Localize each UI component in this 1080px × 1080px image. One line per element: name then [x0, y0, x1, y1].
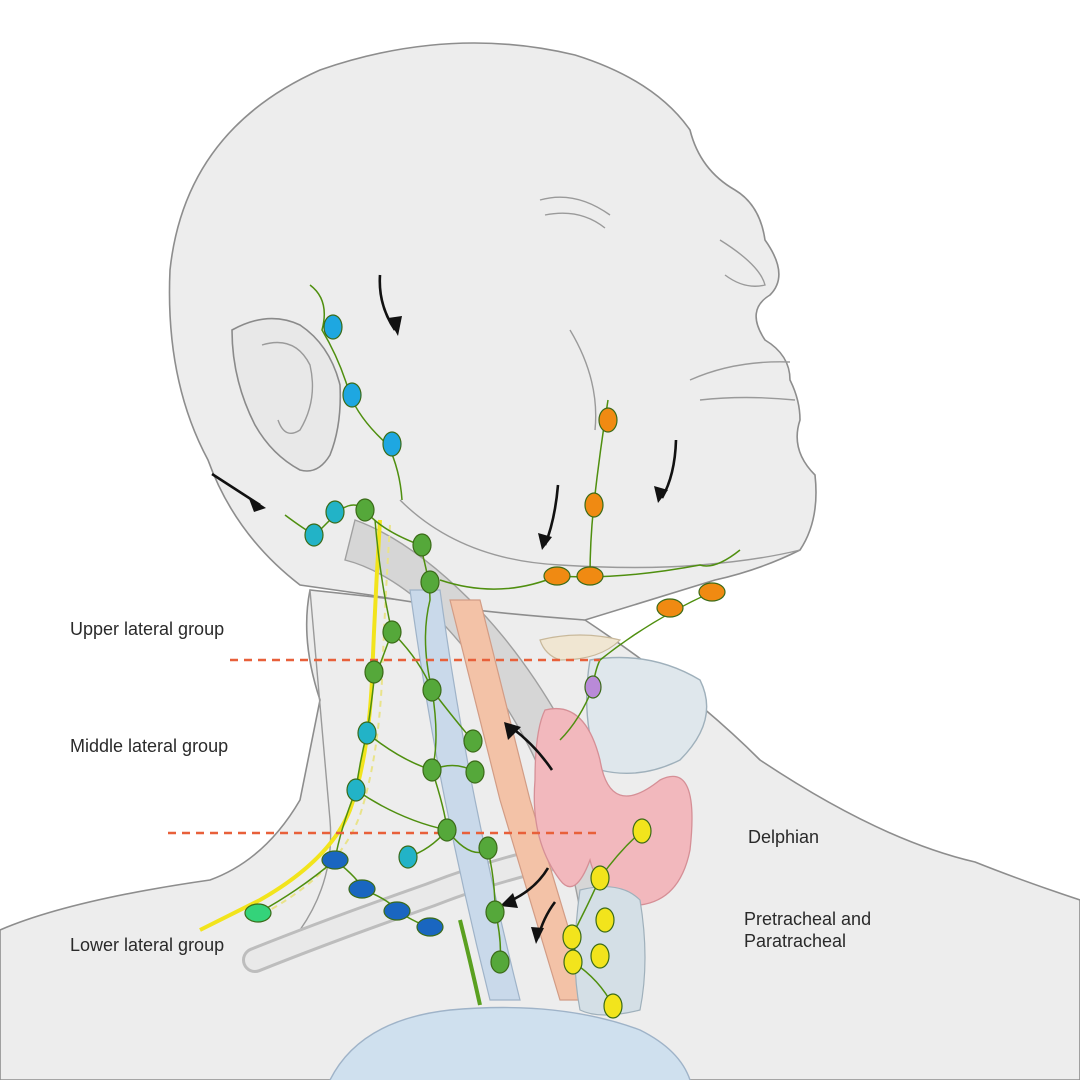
- cheek-fold: [569, 329, 597, 431]
- flow-arrows: [211, 274, 678, 944]
- node-lime-supraclavicular: [244, 903, 272, 923]
- node-teal-2: [304, 523, 324, 547]
- node-green-13: [490, 950, 510, 974]
- node-green-5: [364, 660, 384, 684]
- node-teal-5: [398, 845, 418, 869]
- node-green-3: [420, 570, 440, 594]
- arrow-postauricular-head: [248, 496, 266, 512]
- node-yellow-4: [562, 924, 582, 950]
- node-purple-delphian: [584, 675, 602, 699]
- nose-line: [719, 239, 766, 287]
- node-yellow-5: [563, 949, 583, 975]
- jaw-line: [399, 499, 801, 569]
- aortic-arch: [329, 1006, 691, 1080]
- node-green-1: [355, 498, 375, 522]
- hyoid-bone: [539, 634, 622, 661]
- thoracic-duct: [458, 919, 482, 1006]
- node-navy-1: [321, 850, 349, 870]
- node-green-9: [465, 760, 485, 784]
- mouth-lower-line: [699, 396, 796, 401]
- node-yellow-7: [603, 993, 623, 1019]
- mouth-upper-line: [689, 361, 791, 381]
- ear-inner-fold: [261, 341, 314, 434]
- node-orange-4: [576, 566, 604, 586]
- ear-outline: [231, 317, 342, 472]
- node-yellow-3: [595, 907, 615, 933]
- node-orange-2: [584, 492, 604, 518]
- node-green-11: [478, 836, 498, 860]
- node-green-12: [485, 900, 505, 924]
- node-green-6: [422, 678, 442, 702]
- node-orange-6: [698, 582, 726, 602]
- node-teal-1: [325, 500, 345, 524]
- arrow-upward-jugular-head: [504, 722, 521, 740]
- node-blue-1: [323, 314, 343, 340]
- eye-line: [539, 196, 611, 216]
- lymph-nodes: [244, 314, 726, 1019]
- head-outline: [168, 42, 817, 621]
- arrow-down-paratracheal-head: [531, 927, 544, 944]
- node-navy-2: [348, 879, 376, 899]
- eye-lid-line: [544, 212, 606, 229]
- node-blue-2: [342, 382, 362, 408]
- middle-lateral-group-label: Middle lateral group: [70, 736, 229, 756]
- upper-lateral-group-label: Upper lateral group: [70, 619, 225, 639]
- node-green-2: [412, 533, 432, 557]
- pretracheal-label-line1: Pretracheal and: [744, 909, 872, 929]
- node-navy-4: [416, 917, 444, 937]
- node-green-10: [437, 818, 457, 842]
- node-orange-1: [598, 407, 618, 433]
- lymph-vessel-postauricular: [284, 504, 366, 536]
- pretracheal-label-line2: Paratracheal: [744, 931, 847, 951]
- node-yellow-6: [590, 943, 610, 969]
- node-green-4: [382, 620, 402, 644]
- node-blue-3: [382, 431, 402, 457]
- spinal-accessory-nerve: [199, 519, 382, 932]
- node-orange-5: [656, 598, 684, 618]
- pretracheal-paratracheal-label: Pretracheal and Paratracheal: [744, 908, 871, 952]
- node-yellow-2: [590, 865, 610, 891]
- delphian-label: Delphian: [748, 827, 820, 847]
- arrow-submental-head: [654, 486, 668, 503]
- thyroid-gland: [533, 708, 693, 906]
- node-teal-4: [346, 778, 366, 802]
- lower-lateral-group-label: Lower lateral group: [70, 935, 225, 955]
- node-yellow-1: [632, 818, 652, 844]
- spinal-accessory-nerve-dashed: [269, 524, 391, 911]
- node-navy-3: [383, 901, 411, 921]
- node-green-8: [422, 758, 442, 782]
- arrow-parotid-head: [388, 316, 402, 336]
- node-green-7: [463, 729, 483, 753]
- neck-contour: [299, 589, 332, 931]
- arrow-down-central-head: [500, 893, 518, 908]
- node-orange-3: [543, 566, 571, 586]
- node-teal-3: [357, 721, 377, 745]
- arrow-submandibular-head: [538, 533, 552, 550]
